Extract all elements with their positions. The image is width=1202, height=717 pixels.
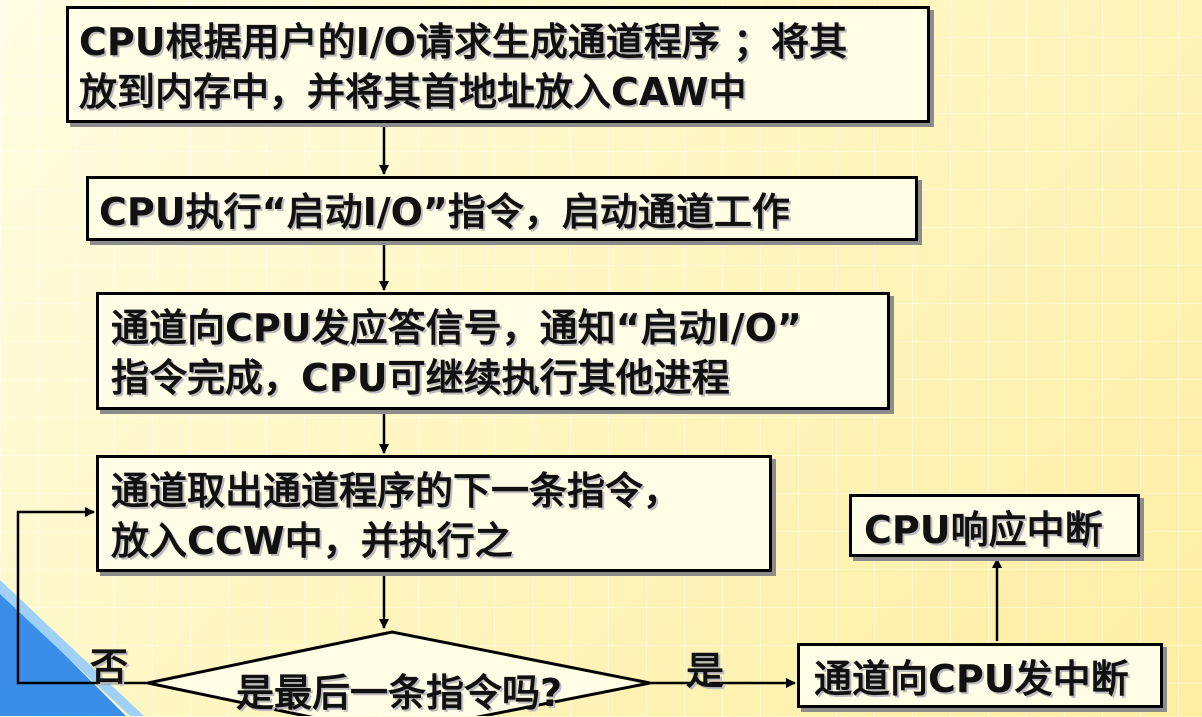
node-channel-ack-line2: 指令完成，CPU可继续执行其他进程 <box>111 356 730 400</box>
node-channel-interrupt-line1: 通道向CPU发中断 <box>814 657 1129 701</box>
node-fetch-ccw-line2: 放入CCW中，并执行之 <box>111 519 513 563</box>
node-caw-setup-line1: CPU根据用户的I/O请求生成通道程序 ；将其 <box>79 20 848 64</box>
node-start-io: CPU执行“启动I/O”指令，启动通道工作 <box>86 176 918 241</box>
node-caw-setup-line2: 放到内存中，并将其首地址放入CAW中 <box>79 70 747 114</box>
node-channel-ack-line1: 通道向CPU发应答信号，通知“启动I/O” <box>111 306 802 350</box>
edge-label-yes: 是 <box>686 649 725 693</box>
node-fetch-ccw-line1: 通道取出通道程序的下一条指令， <box>111 469 682 513</box>
node-channel-interrupt: 通道向CPU发中断 <box>797 643 1163 708</box>
node-channel-ack: 通道向CPU发应答信号，通知“启动I/O” 指令完成，CPU可继续执行其他进程 <box>96 292 890 410</box>
node-cpu-interrupt-response-line1: CPU响应中断 <box>864 508 1103 552</box>
edge-label-no: 否 <box>90 645 129 689</box>
node-fetch-ccw: 通道取出通道程序的下一条指令， 放入CCW中，并执行之 <box>96 455 772 572</box>
node-cpu-interrupt-response: CPU响应中断 <box>849 494 1140 557</box>
decision-text: 是最后一条指令吗? <box>236 671 563 715</box>
node-start-io-line1: CPU执行“启动I/O”指令，启动通道工作 <box>99 190 790 234</box>
node-caw-setup: CPU根据用户的I/O请求生成通道程序 ；将其 放到内存中，并将其首地址放入CA… <box>66 6 930 123</box>
